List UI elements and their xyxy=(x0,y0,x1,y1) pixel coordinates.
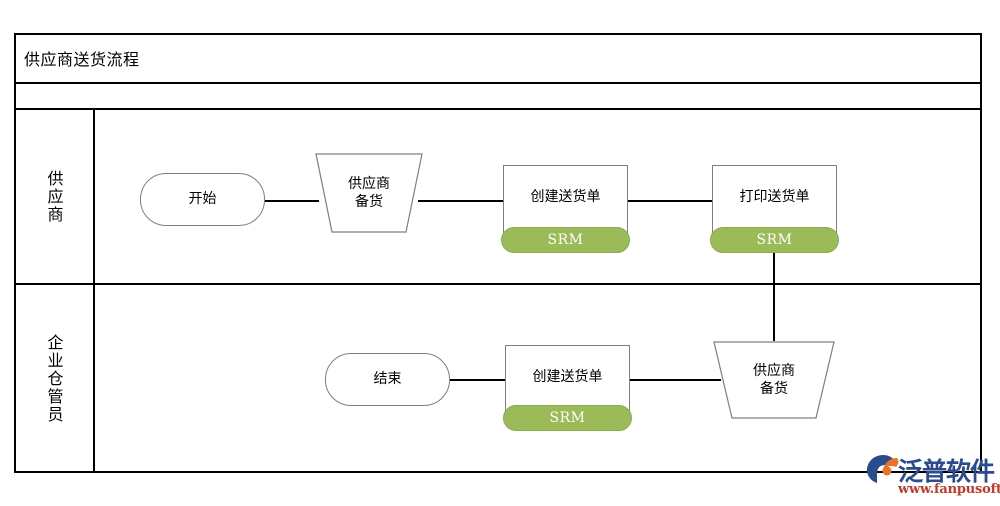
lane-label-warehouse-keeper-text: 企业仓管员 xyxy=(44,334,64,424)
badge-srm-create-1: SRM xyxy=(501,227,630,253)
node-supplier-stock-1[interactable]: 供应商 备货 xyxy=(314,152,424,234)
node-supplier-stock-2[interactable]: 供应商 备货 xyxy=(712,340,836,420)
diagram-title-row: 供应商送货流程 xyxy=(14,33,982,84)
lane-label-column-divider xyxy=(93,110,95,473)
node-create-delivery-note-1-label: 创建送货单 xyxy=(530,189,601,206)
node-print-delivery-note-label: 打印送货单 xyxy=(739,189,810,206)
lane-label-supplier-text: 供应商 xyxy=(44,169,64,224)
badge-srm-create-2-text: SRM xyxy=(549,410,586,426)
header-spacer-row xyxy=(14,84,982,110)
node-end-label: 结束 xyxy=(373,370,402,387)
connector-stock-to-create xyxy=(418,200,504,202)
badge-srm-create-2: SRM xyxy=(503,405,632,431)
fanpu-url: www.fanpusoft.com xyxy=(898,482,1000,497)
fanpu-brand-name: 泛普软件 xyxy=(898,457,995,486)
node-start[interactable]: 开始 xyxy=(140,173,265,226)
connector-create2-to-stock2 xyxy=(629,379,721,381)
badge-srm-print-text: SRM xyxy=(756,232,793,248)
trapezoid-shape-2 xyxy=(713,341,835,419)
connector-end-to-create2 xyxy=(448,379,506,381)
connector-print-to-stock2 xyxy=(773,240,775,341)
connector-start-to-stock xyxy=(263,200,319,202)
diagram-title: 供应商送货流程 xyxy=(24,49,140,69)
lane-label-supplier: 供应商 xyxy=(14,110,93,283)
badge-srm-create-1-text: SRM xyxy=(547,232,584,248)
lane-label-warehouse-keeper: 企业仓管员 xyxy=(14,285,93,473)
badge-srm-print: SRM xyxy=(710,227,839,253)
lane-divider xyxy=(14,283,982,285)
node-start-label: 开始 xyxy=(188,190,217,207)
connector-create-to-print xyxy=(627,200,713,202)
node-create-delivery-note-2-label: 创建送货单 xyxy=(532,369,603,386)
trapezoid-shape xyxy=(315,153,423,233)
node-end[interactable]: 结束 xyxy=(325,353,450,406)
fanpu-logo-icon xyxy=(867,455,899,483)
watermark-logo: 泛普软件 www.fanpusoft.com xyxy=(866,452,1000,502)
